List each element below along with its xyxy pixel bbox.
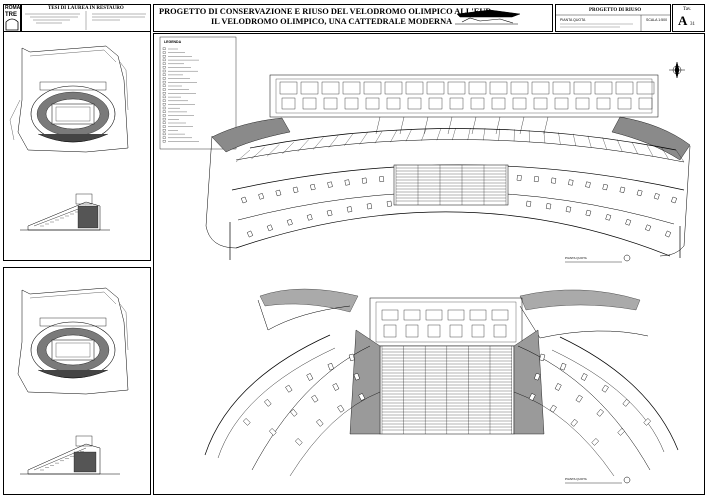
title-line-1: PROGETTO DI CONSERVAZIONE E RIUSO DEL VE… [159,7,492,16]
header-tav-box [672,4,705,32]
north-arrow-icon [669,61,685,79]
lower-plan-label: PIANTA QUOTA [565,477,587,481]
logo-arch-icon [5,18,19,31]
upper-plan [205,74,691,263]
legend-title: LEGENDA [164,40,182,44]
logo-text-roma: ROMA [5,5,21,11]
tav-label: Tav. [683,7,692,12]
tav-number: A [678,13,688,28]
tav-sub: 31 [690,22,695,27]
lower-plan [204,288,679,484]
left-panel-bottom [3,267,151,495]
upper-plan-label: PIANTA QUOTA [565,256,587,260]
thesis-label: TESI DI LAUREA IN RESTAURO [48,6,124,11]
logo-text-tre: TRE [5,12,17,18]
legend-box [159,36,237,150]
thumb-top-section [20,193,110,231]
header-logo-box [3,4,21,32]
title-line-2: IL VELODROMO OLIMPICO, UNA CATTEDRALE MO… [211,17,453,26]
header-project-box [555,4,671,32]
header-thesis-box [21,4,151,32]
header-project-lines [555,14,671,32]
thumb-bottom-plan [17,287,129,395]
main-panel [153,33,705,495]
sheet-label: PIANTA QUOTA [560,18,586,22]
scale-label: SCALA 1:500 [646,18,668,22]
velodrome-sketch-icon [455,9,521,25]
header-title-box [153,4,553,32]
header-thesis-small-text [25,11,146,30]
project-label: PROGETTO DI RIUSO [589,8,642,13]
thumb-bottom-section [20,435,120,475]
thumb-top-plan [9,45,129,153]
